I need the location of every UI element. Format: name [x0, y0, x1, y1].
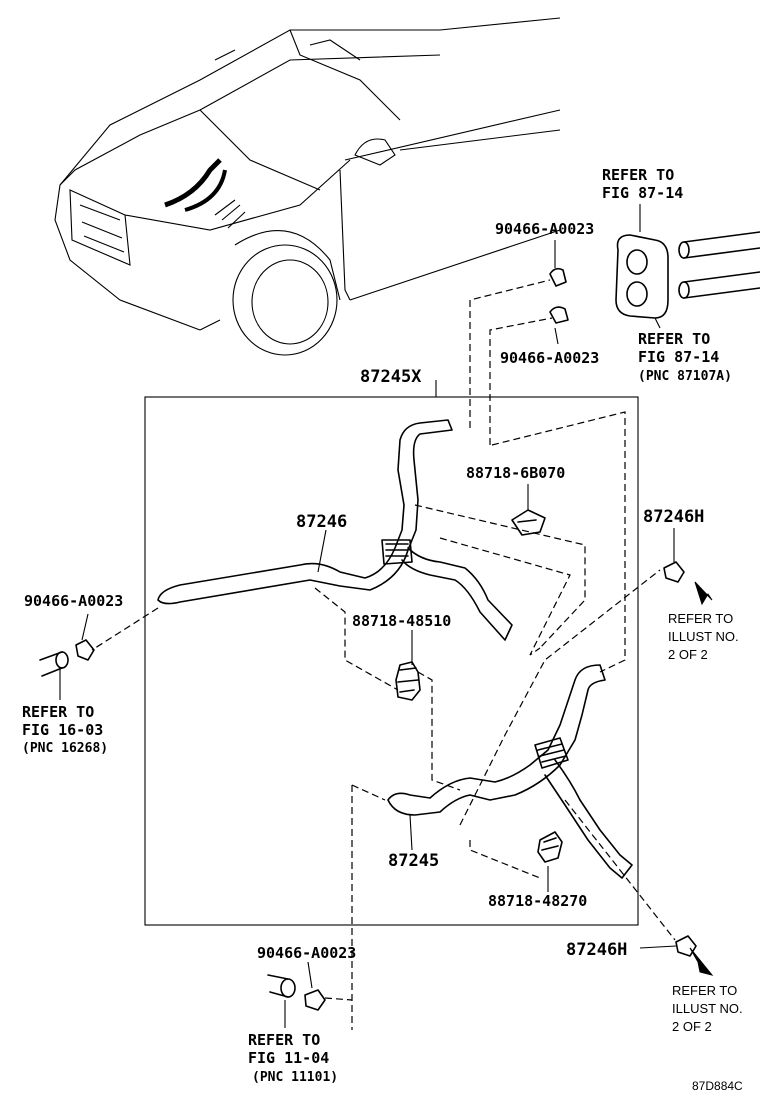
dashed-leaders	[91, 279, 676, 1030]
clamp-88718-6B070	[511, 509, 546, 536]
label-clamp-6B070: 88718-6B070	[466, 464, 565, 482]
label-87246H-right: 87246H	[643, 507, 704, 527]
pipe-bottom	[267, 974, 296, 998]
clamp-88718-48270	[537, 831, 563, 863]
label-ref-top-1: REFER TO	[602, 166, 674, 184]
hose-87246	[157, 419, 513, 641]
clip-right	[663, 561, 685, 583]
label-illust-bottom-3: 2 OF 2	[672, 1019, 712, 1034]
vehicle-outline	[54, 17, 561, 356]
label-clip-top-2: 90466-A0023	[500, 349, 599, 367]
label-clip-top-1: 90466-A0023	[495, 220, 594, 238]
hose-87245	[387, 664, 633, 879]
label-illust-right-1: REFER TO	[668, 611, 733, 626]
label-ref-top-2b: FIG 87-14	[638, 348, 719, 366]
clip-left	[75, 639, 95, 661]
label-clamp-48510: 88718-48510	[352, 612, 451, 630]
label-clamp-48270: 88718-48270	[488, 892, 587, 910]
label-clip-bottom: 90466-A0023	[257, 944, 356, 962]
pipe-upper	[678, 231, 760, 259]
pipe-left	[39, 651, 69, 677]
label-illust-right-3: 2 OF 2	[668, 647, 708, 662]
label-87245X: 87245X	[360, 367, 422, 387]
label-illust-right-2: ILLUST NO.	[668, 629, 739, 644]
label-87246H-bottom: 87246H	[566, 940, 627, 960]
label-ref-bottom: REFER TO	[248, 1031, 320, 1049]
assembly-frame	[144, 396, 639, 926]
label-clip-left: 90466-A0023	[24, 592, 123, 610]
clip-top-1	[549, 267, 567, 287]
label-ref-bottom-c: (PNC 11101)	[252, 1070, 338, 1085]
label-ref-left: REFER TO	[22, 703, 94, 721]
clip-bottom	[304, 989, 326, 1011]
label-illust-bottom-1: REFER TO	[672, 983, 737, 998]
label-illust-bottom-2: ILLUST NO.	[672, 1001, 743, 1016]
label-ref-top-2c: (PNC 87107A)	[638, 369, 732, 384]
grommet	[615, 234, 669, 319]
label-ref-top-1b: FIG 87-14	[602, 184, 683, 202]
clip-top-2	[549, 306, 569, 324]
label-87245: 87245	[388, 851, 439, 871]
label-ref-left-b: FIG 16-03	[22, 721, 103, 739]
leader-lines	[59, 204, 677, 1028]
label-ref-top-2: REFER TO	[638, 330, 710, 348]
arrow-bottom-icon	[689, 947, 714, 976]
clamp-88718-48510	[395, 661, 421, 701]
label-ref-bottom-b: FIG 11-04	[248, 1049, 329, 1067]
label-ref-left-c: (PNC 16268)	[22, 741, 108, 756]
label-87246: 87246	[296, 512, 347, 532]
diagram-code: 87D884C	[692, 1079, 743, 1093]
pipe-lower	[678, 271, 760, 299]
arrow-right-icon	[694, 581, 713, 606]
